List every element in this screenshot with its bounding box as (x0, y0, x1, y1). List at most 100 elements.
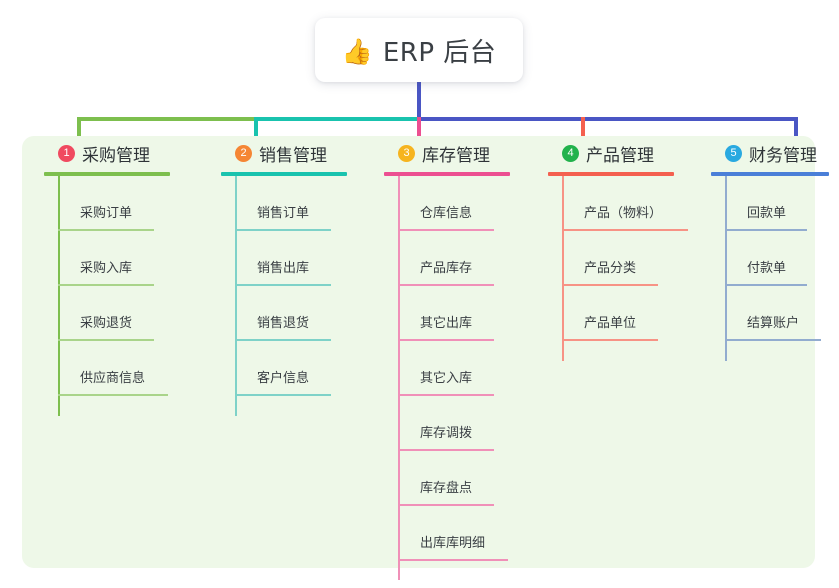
branch-item-label: 产品单位 (584, 316, 637, 331)
branch-column-5: 5 财务管理 回款单 付款单 结算账户 (711, 136, 839, 361)
list-item[interactable]: 其它出库 (398, 286, 554, 341)
branch-badge-1: 1 (58, 144, 75, 162)
branch-item-label: 产品（物料） (584, 206, 663, 221)
branch-title-4: 产品管理 (586, 145, 654, 166)
branch-column-2: 2 销售管理 销售订单 销售出库 销售退货 客户信息 (221, 136, 381, 416)
list-item[interactable]: 结算账户 (725, 286, 839, 341)
branch-item-rule (58, 284, 154, 286)
list-item[interactable]: 其它入库 (398, 341, 554, 396)
branch-item-label: 回款单 (747, 206, 787, 221)
branch-item-label: 其它出库 (420, 316, 473, 331)
branch-underline-3 (384, 172, 510, 176)
branch-items-5: 回款单 付款单 结算账户 (725, 176, 839, 361)
branch-badge-4: 4 (562, 144, 579, 162)
list-item[interactable]: 产品分类 (562, 231, 728, 286)
list-item[interactable]: 采购入库 (58, 231, 204, 286)
branch-item-rule (398, 339, 494, 341)
branch-item-rule (398, 449, 494, 451)
branch-item-label: 结算账户 (747, 316, 800, 331)
branch-underline-2 (221, 172, 347, 176)
list-item[interactable]: 回款单 (725, 176, 839, 231)
list-item[interactable]: 采购退货 (58, 286, 204, 341)
branch-item-label: 销售订单 (257, 206, 310, 221)
branch-header-4[interactable]: 4 产品管理 (548, 136, 728, 170)
list-item[interactable]: 客户信息 (235, 341, 381, 396)
branch-badge-2: 2 (235, 144, 252, 162)
branch-spine-2 (235, 176, 237, 416)
branch-item-label: 采购退货 (80, 316, 133, 331)
branch-item-rule (725, 339, 821, 341)
branch-item-label: 出库库明细 (420, 536, 486, 551)
list-item[interactable]: 产品库存 (398, 231, 554, 286)
branch-items-3: 仓库信息 产品库存 其它出库 其它入库 库存调拨 库存盘点 (398, 176, 554, 580)
list-item[interactable]: 销售出库 (235, 231, 381, 286)
branch-header-2[interactable]: 2 销售管理 (221, 136, 381, 170)
list-item[interactable]: 供应商信息 (58, 341, 204, 396)
list-item[interactable]: 采购订单 (58, 176, 204, 231)
list-item[interactable]: 仓库信息 (398, 176, 554, 231)
root-node-title: ERP 后台 (382, 37, 497, 68)
branch-item-rule (398, 394, 494, 396)
branch-item-rule (398, 229, 494, 231)
branch-column-3: 3 库存管理 仓库信息 产品库存 其它出库 其它入库 库存调拨 (384, 136, 554, 580)
branch-item-label: 库存调拨 (420, 426, 473, 441)
branch-spine-4 (562, 176, 564, 361)
branch-item-rule (235, 284, 331, 286)
branch-item-label: 产品库存 (420, 261, 473, 276)
branch-item-label: 客户信息 (257, 371, 310, 386)
list-item[interactable]: 销售订单 (235, 176, 381, 231)
branches-panel (22, 136, 815, 568)
branch-spine-1 (58, 176, 60, 416)
branch-item-label: 采购订单 (80, 206, 133, 221)
branch-item-rule (562, 339, 658, 341)
branch-column-1: 1 采购管理 采购订单 采购入库 采购退货 供应商信息 (44, 136, 204, 416)
branch-item-rule (235, 394, 331, 396)
branch-item-label: 采购入库 (80, 261, 133, 276)
branch-item-label: 销售出库 (257, 261, 310, 276)
branch-item-label: 库存盘点 (420, 481, 473, 496)
branch-item-rule (58, 394, 168, 396)
branch-badge-3: 3 (398, 144, 415, 162)
branch-title-3: 库存管理 (422, 145, 490, 166)
branch-item-rule (398, 284, 494, 286)
list-item[interactable]: 付款单 (725, 231, 839, 286)
branch-items-2: 销售订单 销售出库 销售退货 客户信息 (235, 176, 381, 416)
branch-underline-5 (711, 172, 829, 176)
branch-item-label: 仓库信息 (420, 206, 473, 221)
branch-item-rule (235, 229, 331, 231)
branch-items-1: 采购订单 采购入库 采购退货 供应商信息 (58, 176, 204, 416)
branch-columns: 1 采购管理 采购订单 采购入库 采购退货 供应商信息 (22, 136, 829, 580)
branch-underline-4 (548, 172, 674, 176)
branch-item-rule (725, 284, 807, 286)
branch-column-4: 4 产品管理 产品（物料） 产品分类 产品单位 (548, 136, 728, 361)
list-item[interactable]: 产品单位 (562, 286, 728, 341)
branch-badge-5: 5 (725, 144, 742, 162)
list-item[interactable]: 产品（物料） (562, 176, 728, 231)
branch-item-label: 销售退货 (257, 316, 310, 331)
branch-item-rule (58, 339, 154, 341)
branch-item-rule (58, 229, 154, 231)
list-item[interactable]: 库存调拨 (398, 396, 554, 451)
branch-item-label: 产品分类 (584, 261, 637, 276)
branch-spine-5 (725, 176, 727, 361)
branch-item-rule (235, 339, 331, 341)
branch-item-label: 其它入库 (420, 371, 473, 386)
root-node-card[interactable]: 👍 ERP 后台 (315, 18, 523, 82)
branch-title-1: 采购管理 (82, 145, 150, 166)
branch-item-rule (562, 229, 688, 231)
branch-header-5[interactable]: 5 财务管理 (711, 136, 839, 170)
list-item[interactable]: 出库库明细 (398, 506, 554, 561)
branch-header-1[interactable]: 1 采购管理 (44, 136, 204, 170)
branch-title-2: 销售管理 (259, 145, 327, 166)
branch-item-rule (562, 284, 658, 286)
list-item[interactable]: 库存盘点 (398, 451, 554, 506)
list-item[interactable]: 销售退货 (235, 286, 381, 341)
branch-item-rule (725, 229, 807, 231)
branch-header-3[interactable]: 3 库存管理 (384, 136, 554, 170)
branch-spine-3 (398, 176, 400, 580)
branch-underline-1 (44, 172, 170, 176)
thumbs-up-icon: 👍 (341, 36, 373, 66)
branch-item-label: 付款单 (747, 261, 787, 276)
branch-item-label: 供应商信息 (80, 371, 146, 386)
